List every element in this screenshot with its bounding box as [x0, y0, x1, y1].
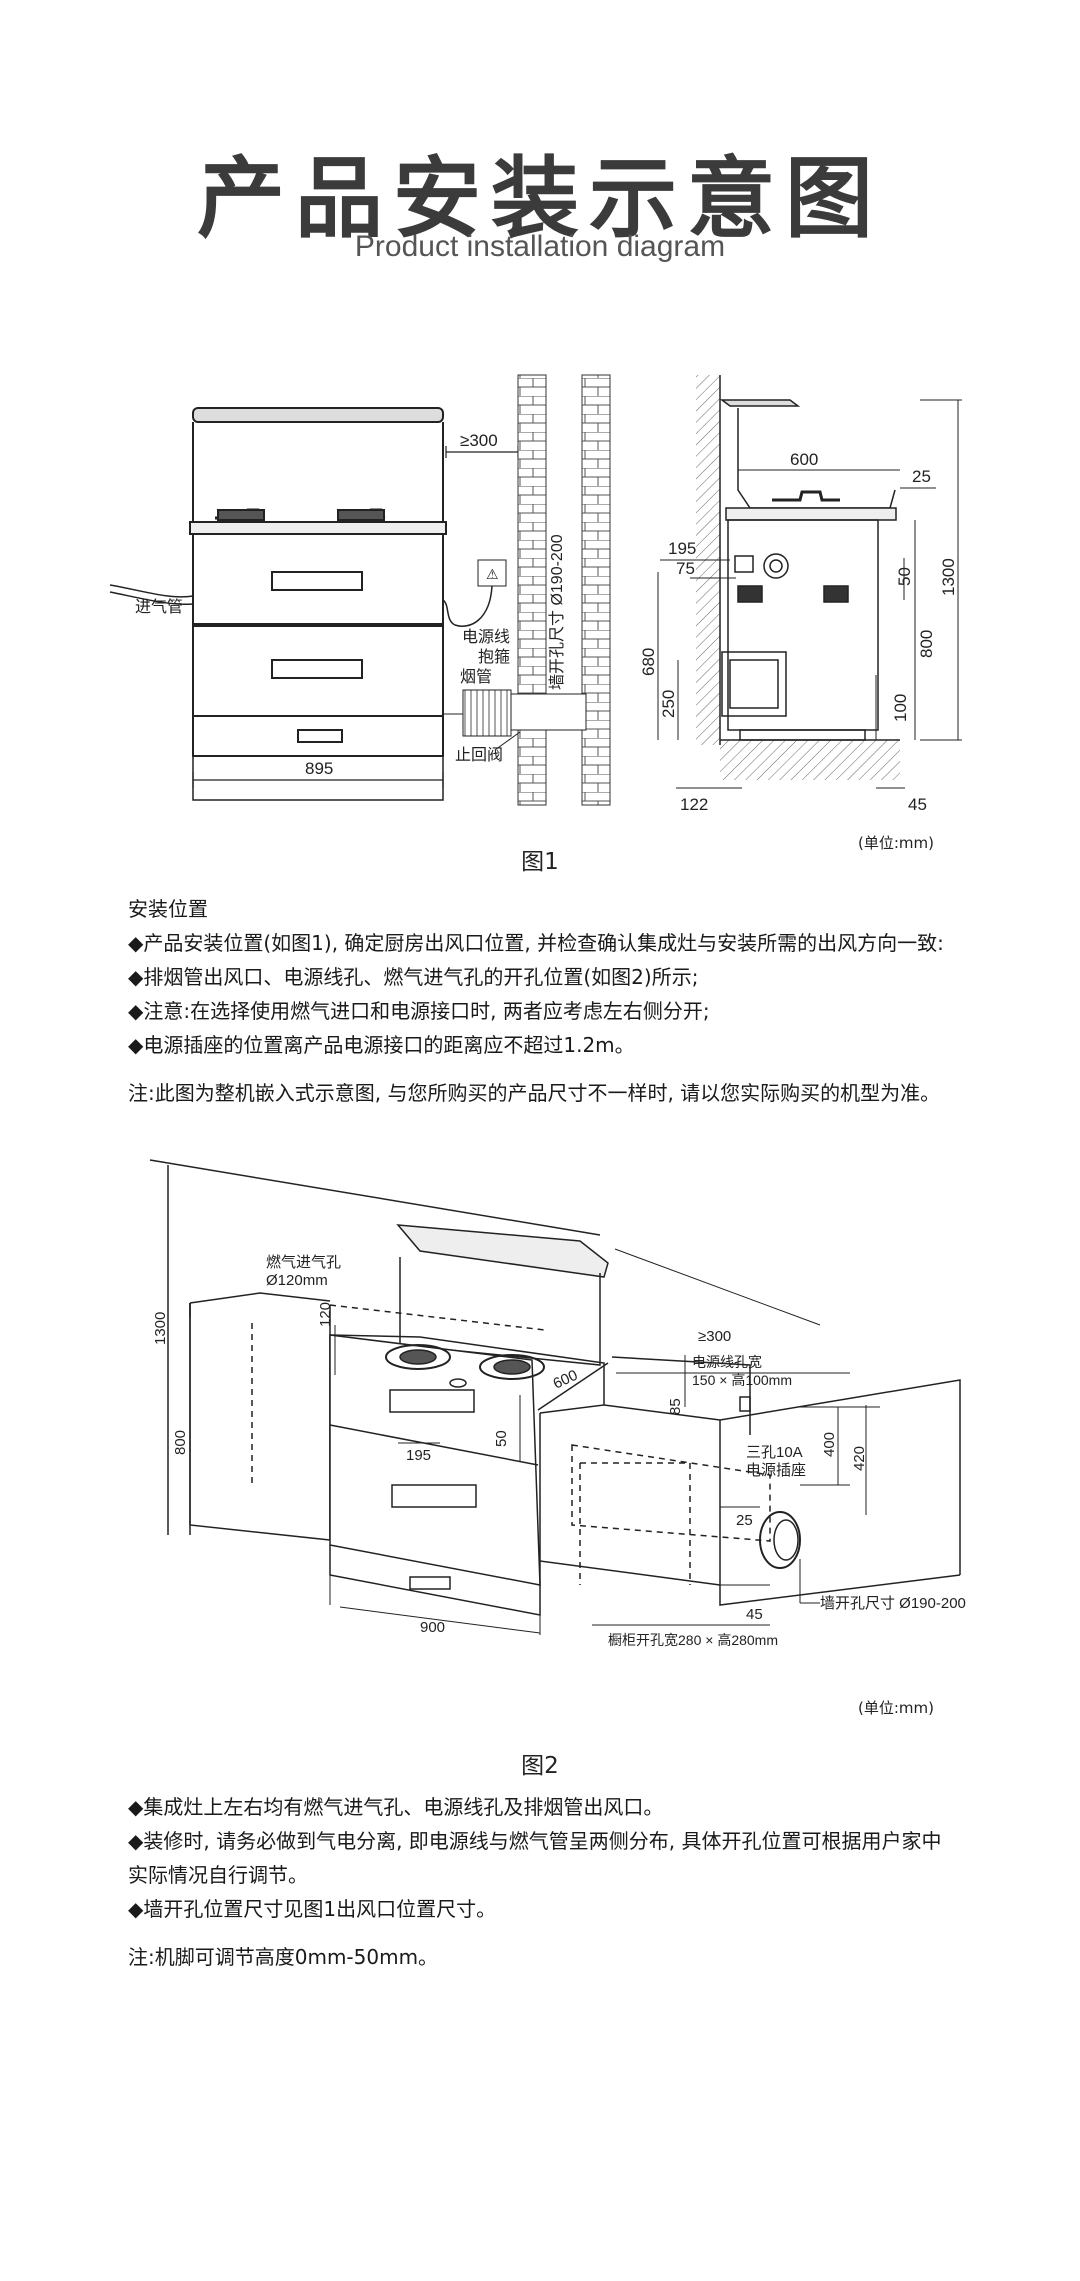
fig1-hose-clamp-label: 抱箍: [478, 648, 510, 666]
fig2-power-hole: 电源线孔宽: [692, 1354, 762, 1370]
fig2-d45: 45: [746, 1606, 763, 1623]
fig2-d50: 50: [493, 1430, 510, 1447]
fig2-power-hole-size: 150 × 高100mm: [692, 1372, 792, 1388]
section1-bullet-3: ◆注意:在选择使用燃气进口和电源接口时, 两者应考虑左右侧分开;: [128, 999, 710, 1023]
fig1-check-valve-label: 止回阀: [455, 746, 503, 764]
fig2-d600: 600: [551, 1367, 581, 1393]
fig1-d25: 25: [912, 467, 931, 486]
fig2-caption: 图2: [521, 1753, 559, 1779]
section1-bullet-2: ◆排烟管出风口、电源线孔、燃气进气孔的开孔位置(如图2)所示;: [128, 965, 699, 989]
fig1-d1300: 1300: [939, 558, 958, 596]
fig2-d25: 25: [736, 1512, 753, 1529]
fig2-socket-line2: 电源插座: [746, 1462, 806, 1479]
section2-bullet-1: ◆集成灶上左右均有燃气进气孔、电源线孔及排烟管出风口。: [128, 1795, 664, 1819]
fig1-caption: 图1: [521, 849, 559, 875]
fig1-power-cord-label: 电源线: [462, 628, 510, 646]
fig1-d50: 50: [895, 567, 914, 586]
fig2-d800: 800: [172, 1430, 189, 1455]
fig2-d85: 85: [667, 1398, 684, 1415]
fig1-smoke-duct: [462, 689, 512, 737]
page-title: 产品安装示意图: [196, 147, 883, 250]
fig2-d195: 195: [406, 1447, 431, 1464]
fig2-gas-hole-label: 燃气进气孔: [266, 1253, 341, 1271]
section2-bullet-2: ◆装修时, 请务必做到气电分离, 即电源线与燃气管呈两侧分布, 具体开孔位置可根…: [128, 1829, 942, 1887]
fig1-d600: 600: [790, 450, 818, 469]
section1-note: 注:此图为整机嵌入式示意图, 与您所购买的产品尺寸不一样时, 请以您实际购买的机…: [128, 1081, 941, 1105]
fig2-cabinet-hole: 橱柜开孔宽280 × 高280mm: [608, 1632, 778, 1648]
fig2-d1300: 1300: [152, 1312, 169, 1345]
page-subtitle: Product installation diagram: [354, 230, 726, 263]
section1-bullet-1: ◆产品安装位置(如图1), 确定厨房出风口位置, 并检查确认集成灶与安装所需的出…: [128, 931, 944, 955]
fig1-d250: 250: [659, 690, 678, 718]
fig2-clearance: ≥300: [698, 1328, 731, 1345]
fig1-gas-pipe-label: 进气管: [135, 598, 183, 616]
fig2-socket-line1: 三孔10A: [746, 1444, 803, 1461]
fig2-gas-hole-size: Ø120mm: [266, 1272, 328, 1289]
installation-position-section: 安装位置 ◆产品安装位置(如图1), 确定厨房出风口位置, 并检查确认集成灶与安…: [128, 892, 958, 1110]
fig1-smoke-pipe-label: 烟管: [460, 668, 492, 686]
fig1-brick-wall-left: [517, 374, 547, 806]
fig1-d800: 800: [917, 630, 936, 658]
section1-bullet-4: ◆电源插座的位置离产品电源接口的距离应不超过1.2m。: [128, 1033, 635, 1057]
fig1-width-label: 895: [305, 759, 333, 778]
front-view: [109, 407, 447, 801]
fig1-unit-label: (单位:mm): [858, 834, 934, 852]
figure1-diagram: 进气管 ≥300 ⚠ 电源线 抱箍 烟管 止回阀 墙开孔尺寸 Ø190-200 …: [109, 374, 962, 814]
fig2-d120: 120: [317, 1302, 334, 1327]
section1-heading: 安装位置: [128, 897, 208, 921]
fig1-d75: 75: [676, 559, 695, 578]
fig2-d420: 420: [851, 1446, 868, 1471]
fig1-d45: 45: [908, 795, 927, 814]
fig2-d400: 400: [821, 1432, 838, 1457]
section2-note: 注:机脚可调节高度0mm-50mm。: [128, 1945, 439, 1969]
svg-text:⚠: ⚠: [486, 566, 499, 582]
section2-bullet-3: ◆墙开孔位置尺寸见图1出风口位置尺寸。: [128, 1897, 497, 1921]
installation-notes-section: ◆集成灶上左右均有燃气进气孔、电源线孔及排烟管出风口。 ◆装修时, 请务必做到气…: [128, 1790, 958, 1974]
figure2-diagram: 燃气进气孔 Ø120mm 120 1300 800 195 50 600 900…: [149, 1159, 966, 1648]
fig1-d122: 122: [680, 795, 708, 814]
fig2-d900: 900: [420, 1619, 445, 1636]
fig2-wall-hole: 墙开孔尺寸 Ø190-200: [820, 1595, 966, 1612]
fig1-d680: 680: [639, 648, 658, 676]
fig1-wall-hole-label: 墙开孔尺寸 Ø190-200: [548, 534, 566, 690]
fig1-clearance-label: ≥300: [460, 431, 498, 450]
fig1-brick-wall-right: [581, 374, 611, 806]
fig2-unit-label: (单位:mm): [858, 1699, 934, 1717]
side-view: [696, 375, 900, 780]
fig1-d195: 195: [668, 539, 696, 558]
fig1-d100: 100: [891, 694, 910, 722]
